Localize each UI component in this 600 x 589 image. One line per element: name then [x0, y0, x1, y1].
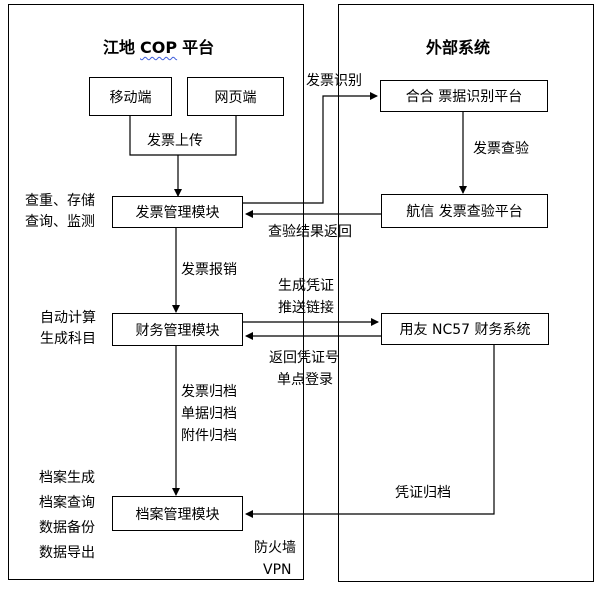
single-sign-on-label: 单点登录 [277, 372, 333, 388]
archive-module-side-note-2: 档案查询 [39, 495, 95, 511]
external-systems-panel [338, 4, 594, 582]
hehe-recognition-platform-box: 合合 票据识别平台 [380, 80, 548, 112]
invoice-recognition-label: 发票识别 [306, 73, 362, 89]
finance-management-module-box: 财务管理模块 [112, 313, 243, 346]
invoice-management-module-box: 发票管理模块 [112, 196, 243, 228]
voucher-archive-label: 凭证归档 [395, 485, 451, 501]
yonyou-finance-system-box: 用友 NC57 财务系统 [381, 313, 549, 345]
recognition-arrow [243, 92, 378, 204]
invoice-upload-label: 发票上传 [147, 133, 203, 149]
finance-module-side-note-2: 生成科目 [40, 331, 96, 347]
invoice-module-side-note-1: 查重、存储 [25, 193, 95, 209]
archive-module-side-note-1: 档案生成 [39, 470, 95, 486]
invoice-archive-label: 发票归档 [181, 384, 237, 400]
invoice-verify-label: 发票查验 [473, 141, 529, 157]
generate-voucher-label: 生成凭证 [278, 278, 334, 294]
title-prefix: 江地 [103, 38, 136, 57]
push-link-label: 推送链接 [278, 300, 334, 316]
document-archive-label: 单据归档 [181, 406, 237, 422]
archive-module-side-note-3: 数据备份 [39, 520, 95, 536]
archive-management-module-box: 档案管理模块 [112, 496, 243, 531]
title-suffix: 平台 [182, 38, 215, 57]
web-client-box: 网页端 [187, 77, 284, 116]
archive-module-side-note-4: 数据导出 [39, 545, 95, 561]
return-voucher-number-label: 返回凭证号 [269, 350, 339, 366]
hangxin-verification-platform-box: 航信 发票查验平台 [381, 194, 548, 228]
external-systems-title: 外部系统 [426, 38, 491, 57]
invoice-module-side-note-2: 查询、监测 [25, 214, 95, 230]
vpn-label: VPN [263, 562, 292, 578]
firewall-label: 防火墙 [254, 540, 296, 556]
voucher-archive-arrow [245, 345, 495, 518]
mobile-client-box: 移动端 [89, 77, 172, 116]
attachment-archive-label: 附件归档 [181, 428, 237, 444]
upload-merge-line [129, 116, 237, 156]
verify-result-return-label: 查验结果返回 [268, 224, 352, 240]
title-cop: COP [140, 38, 178, 57]
invoice-reimburse-label: 发票报销 [181, 262, 237, 278]
cop-platform-panel [8, 4, 304, 580]
finance-module-side-note-1: 自动计算 [40, 310, 96, 326]
